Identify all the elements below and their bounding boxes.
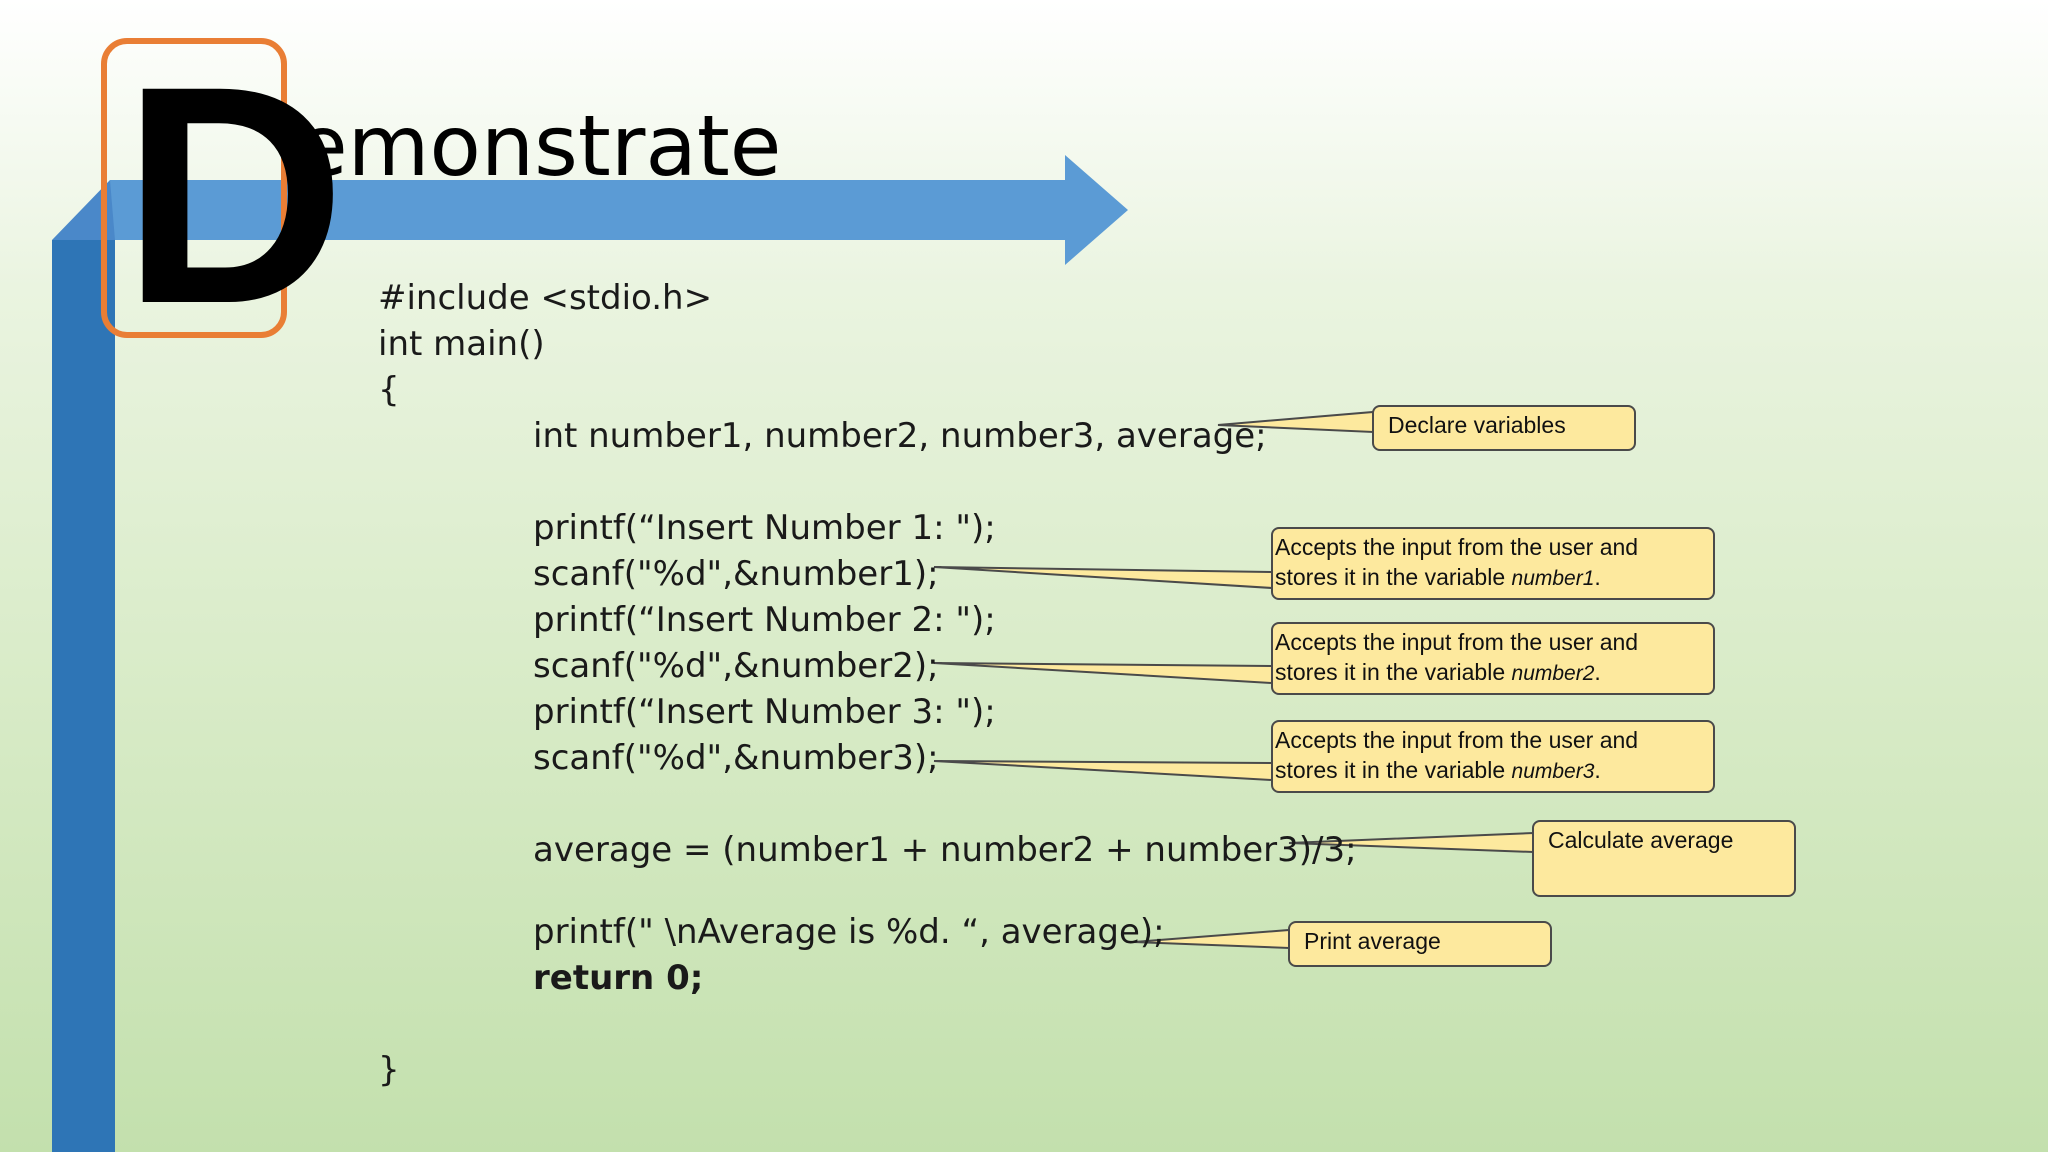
callout-pointer [933,662,1273,685]
arrow-right-icon [110,155,1128,265]
code-line: #include <stdio.h> [378,278,713,318]
callout-text: stores it in the variable number3. [1275,757,1601,783]
callout-text: Accepts the input from the user and [1275,534,1639,560]
callout-text: stores it in the variable number2. [1275,659,1601,685]
callout-text: Calculate average [1548,827,1734,853]
callout-declare-variables: Declare variables [1372,405,1636,451]
code-line: scanf("%d",&number1); [533,554,939,594]
variable-name: number1 [1511,567,1595,590]
callout-pointer [933,760,1273,782]
callout-pointer [933,566,1273,590]
callout-text: Accepts the input from the user and [1275,727,1639,753]
code-line: scanf("%d",&number2); [533,646,939,686]
code-line: printf(“Insert Number 2: "); [533,600,996,640]
callout-text: stores it in the variable number1. [1275,564,1601,590]
variable-name: number3 [1511,760,1595,783]
callout-input-number2: Accepts the input from the user and stor… [1271,622,1715,695]
code-line: printf(“Insert Number 3: "); [533,692,996,732]
callout-input-number3: Accepts the input from the user and stor… [1271,720,1715,793]
callout-input-number1: Accepts the input from the user and stor… [1271,527,1715,600]
callout-calculate-average: Calculate average [1532,820,1796,897]
code-line: average = (number1 + number2 + number3)/… [533,830,1357,870]
title-initial: D [122,21,346,368]
code-line: } [378,1050,400,1090]
callout-text: Declare variables [1388,412,1566,438]
callout-print-average: Print average [1288,921,1552,967]
title-highlight-box [101,38,287,338]
code-line: return 0; [533,958,704,998]
code-line: int main() [378,324,545,364]
code-line: printf(" \nAverage is %d. “, average); [533,912,1165,952]
code-line: int number1, number2, number3, average; [533,416,1267,456]
code-line: printf(“Insert Number 1: "); [533,508,996,548]
callout-text: Print average [1304,928,1441,954]
vertical-bar [52,240,115,1152]
variable-name: number2 [1511,662,1595,685]
arrow-bevel [52,180,115,240]
callout-text: Accepts the input from the user and [1275,629,1639,655]
page-title: emonstrate [296,97,782,195]
code-line: { [378,370,400,410]
code-line: scanf("%d",&number3); [533,738,939,778]
